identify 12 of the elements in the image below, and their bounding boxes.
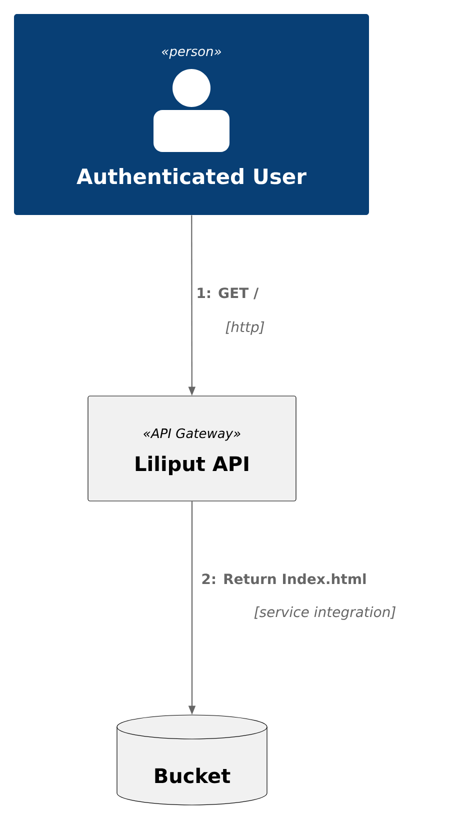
technology-label: [http] [226, 321, 264, 335]
stereotype-label: «person» [162, 48, 221, 59]
technology-label: [service integration] [254, 606, 396, 620]
node-title: Liliput API [136, 456, 248, 476]
stereotype-label: «API Gateway» [144, 428, 240, 441]
component-box [88, 396, 296, 502]
node-title: Authenticated User [76, 168, 306, 184]
node-title: Bucket [155, 768, 230, 784]
person-box [14, 14, 369, 215]
database-cylinder [116, 714, 268, 806]
edge-label: 2: Return Index.html [202, 573, 366, 584]
edge-label: 1: GET / [198, 288, 259, 300]
